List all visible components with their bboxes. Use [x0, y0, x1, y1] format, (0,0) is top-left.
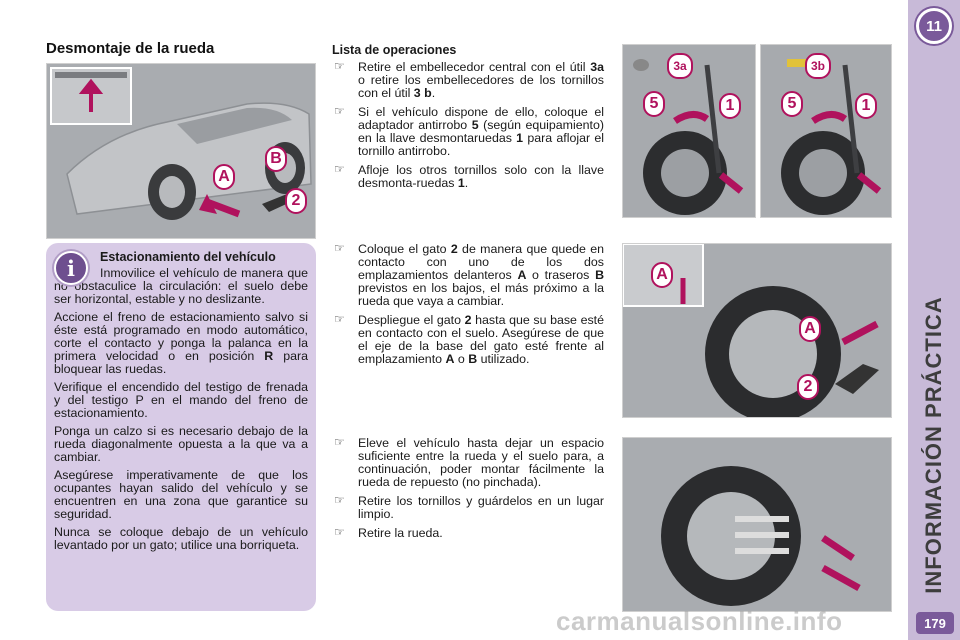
operations-list-jack: ☞Coloque el gato 2 de manera que quede e…	[332, 241, 605, 372]
label-1: 1	[719, 93, 741, 119]
label-2: 2	[285, 188, 307, 214]
wheel-tool-3a-illustration: 3a 5 1	[622, 44, 756, 218]
info-paragraph: Inmovilice el vehículo de manera que no …	[54, 266, 308, 306]
hand-pointer-icon: ☞	[334, 493, 345, 507]
label-3a: 3a	[667, 53, 693, 79]
wheel-removal-drawing	[623, 438, 891, 611]
hand-pointer-icon: ☞	[334, 525, 345, 539]
label-B: B	[265, 146, 287, 172]
parking-info-box: i Estacionamiento del vehículo Inmovilic…	[46, 243, 316, 611]
operations-list-lift: ☞Eleve el vehículo hasta dejar un espaci…	[332, 435, 604, 546]
step-item: ☞Afloje los otros tornillos solo con la …	[334, 162, 604, 190]
chapter-badge: 11	[916, 8, 952, 44]
hand-pointer-icon: ☞	[334, 312, 345, 326]
hand-pointer-icon: ☞	[334, 162, 345, 176]
info-icon: i	[54, 251, 88, 285]
info-paragraph: Asegúrese imperativamente de que los ocu…	[54, 468, 308, 521]
step-item: ☞Retire la rueda.	[334, 525, 443, 540]
hand-pointer-icon: ☞	[334, 59, 345, 73]
step-item: ☞Coloque el gato 2 de manera que quede e…	[334, 241, 605, 308]
step-item: ☞Retire los tornillos y guárdelos en un …	[334, 493, 604, 521]
step-item: ☞Si el vehículo dispone de ello, coloque…	[334, 104, 604, 158]
label-A: A	[799, 316, 821, 342]
section-title: Desmontaje de la rueda	[46, 40, 215, 57]
label-2: 2	[797, 374, 819, 400]
info-paragraph: Verifique el encendido del testigo de fr…	[54, 380, 308, 420]
page-number: 179	[916, 612, 954, 634]
hand-pointer-icon: ☞	[334, 104, 345, 118]
label-A: A	[651, 262, 673, 288]
step-item: ☞Despliegue el gato 2 hasta que su base …	[334, 312, 604, 366]
wheel-removal-illustration	[622, 437, 892, 612]
info-paragraph: Ponga un calzo si es necesario debajo de…	[54, 424, 308, 464]
info-title: Estacionamiento del vehículo	[100, 250, 276, 264]
step-item: ☞Eleve el vehículo hasta dejar un espaci…	[334, 435, 604, 489]
label-A: A	[213, 164, 235, 190]
label-3b: 3b	[805, 53, 831, 79]
chapter-title: INFORMACIÓN PRÁCTICA	[921, 296, 946, 594]
operations-list: Lista de operaciones ☞Retire el embellec…	[332, 44, 604, 196]
watermark: carmanualsonline.info	[556, 606, 843, 636]
operations-title: Lista de operaciones	[332, 43, 457, 57]
label-1: 1	[855, 93, 877, 119]
jack-placement-illustration: A A 2	[622, 243, 892, 418]
wheel-tool-3b-illustration: 3b 5 1	[760, 44, 892, 218]
label-5: 5	[781, 91, 803, 117]
step-item: ☞Retire el embellecedor central con el ú…	[334, 59, 604, 100]
hand-pointer-icon: ☞	[334, 241, 345, 255]
hand-pointer-icon: ☞	[334, 435, 345, 449]
car-jack-illustration: A B 2	[46, 63, 316, 239]
info-paragraph: Nunca se coloque debajo de un vehículo l…	[54, 525, 308, 552]
info-paragraph: Accione el freno de estacionamiento salv…	[54, 310, 308, 376]
label-5: 5	[643, 91, 665, 117]
chapter-sidebar	[908, 0, 960, 640]
